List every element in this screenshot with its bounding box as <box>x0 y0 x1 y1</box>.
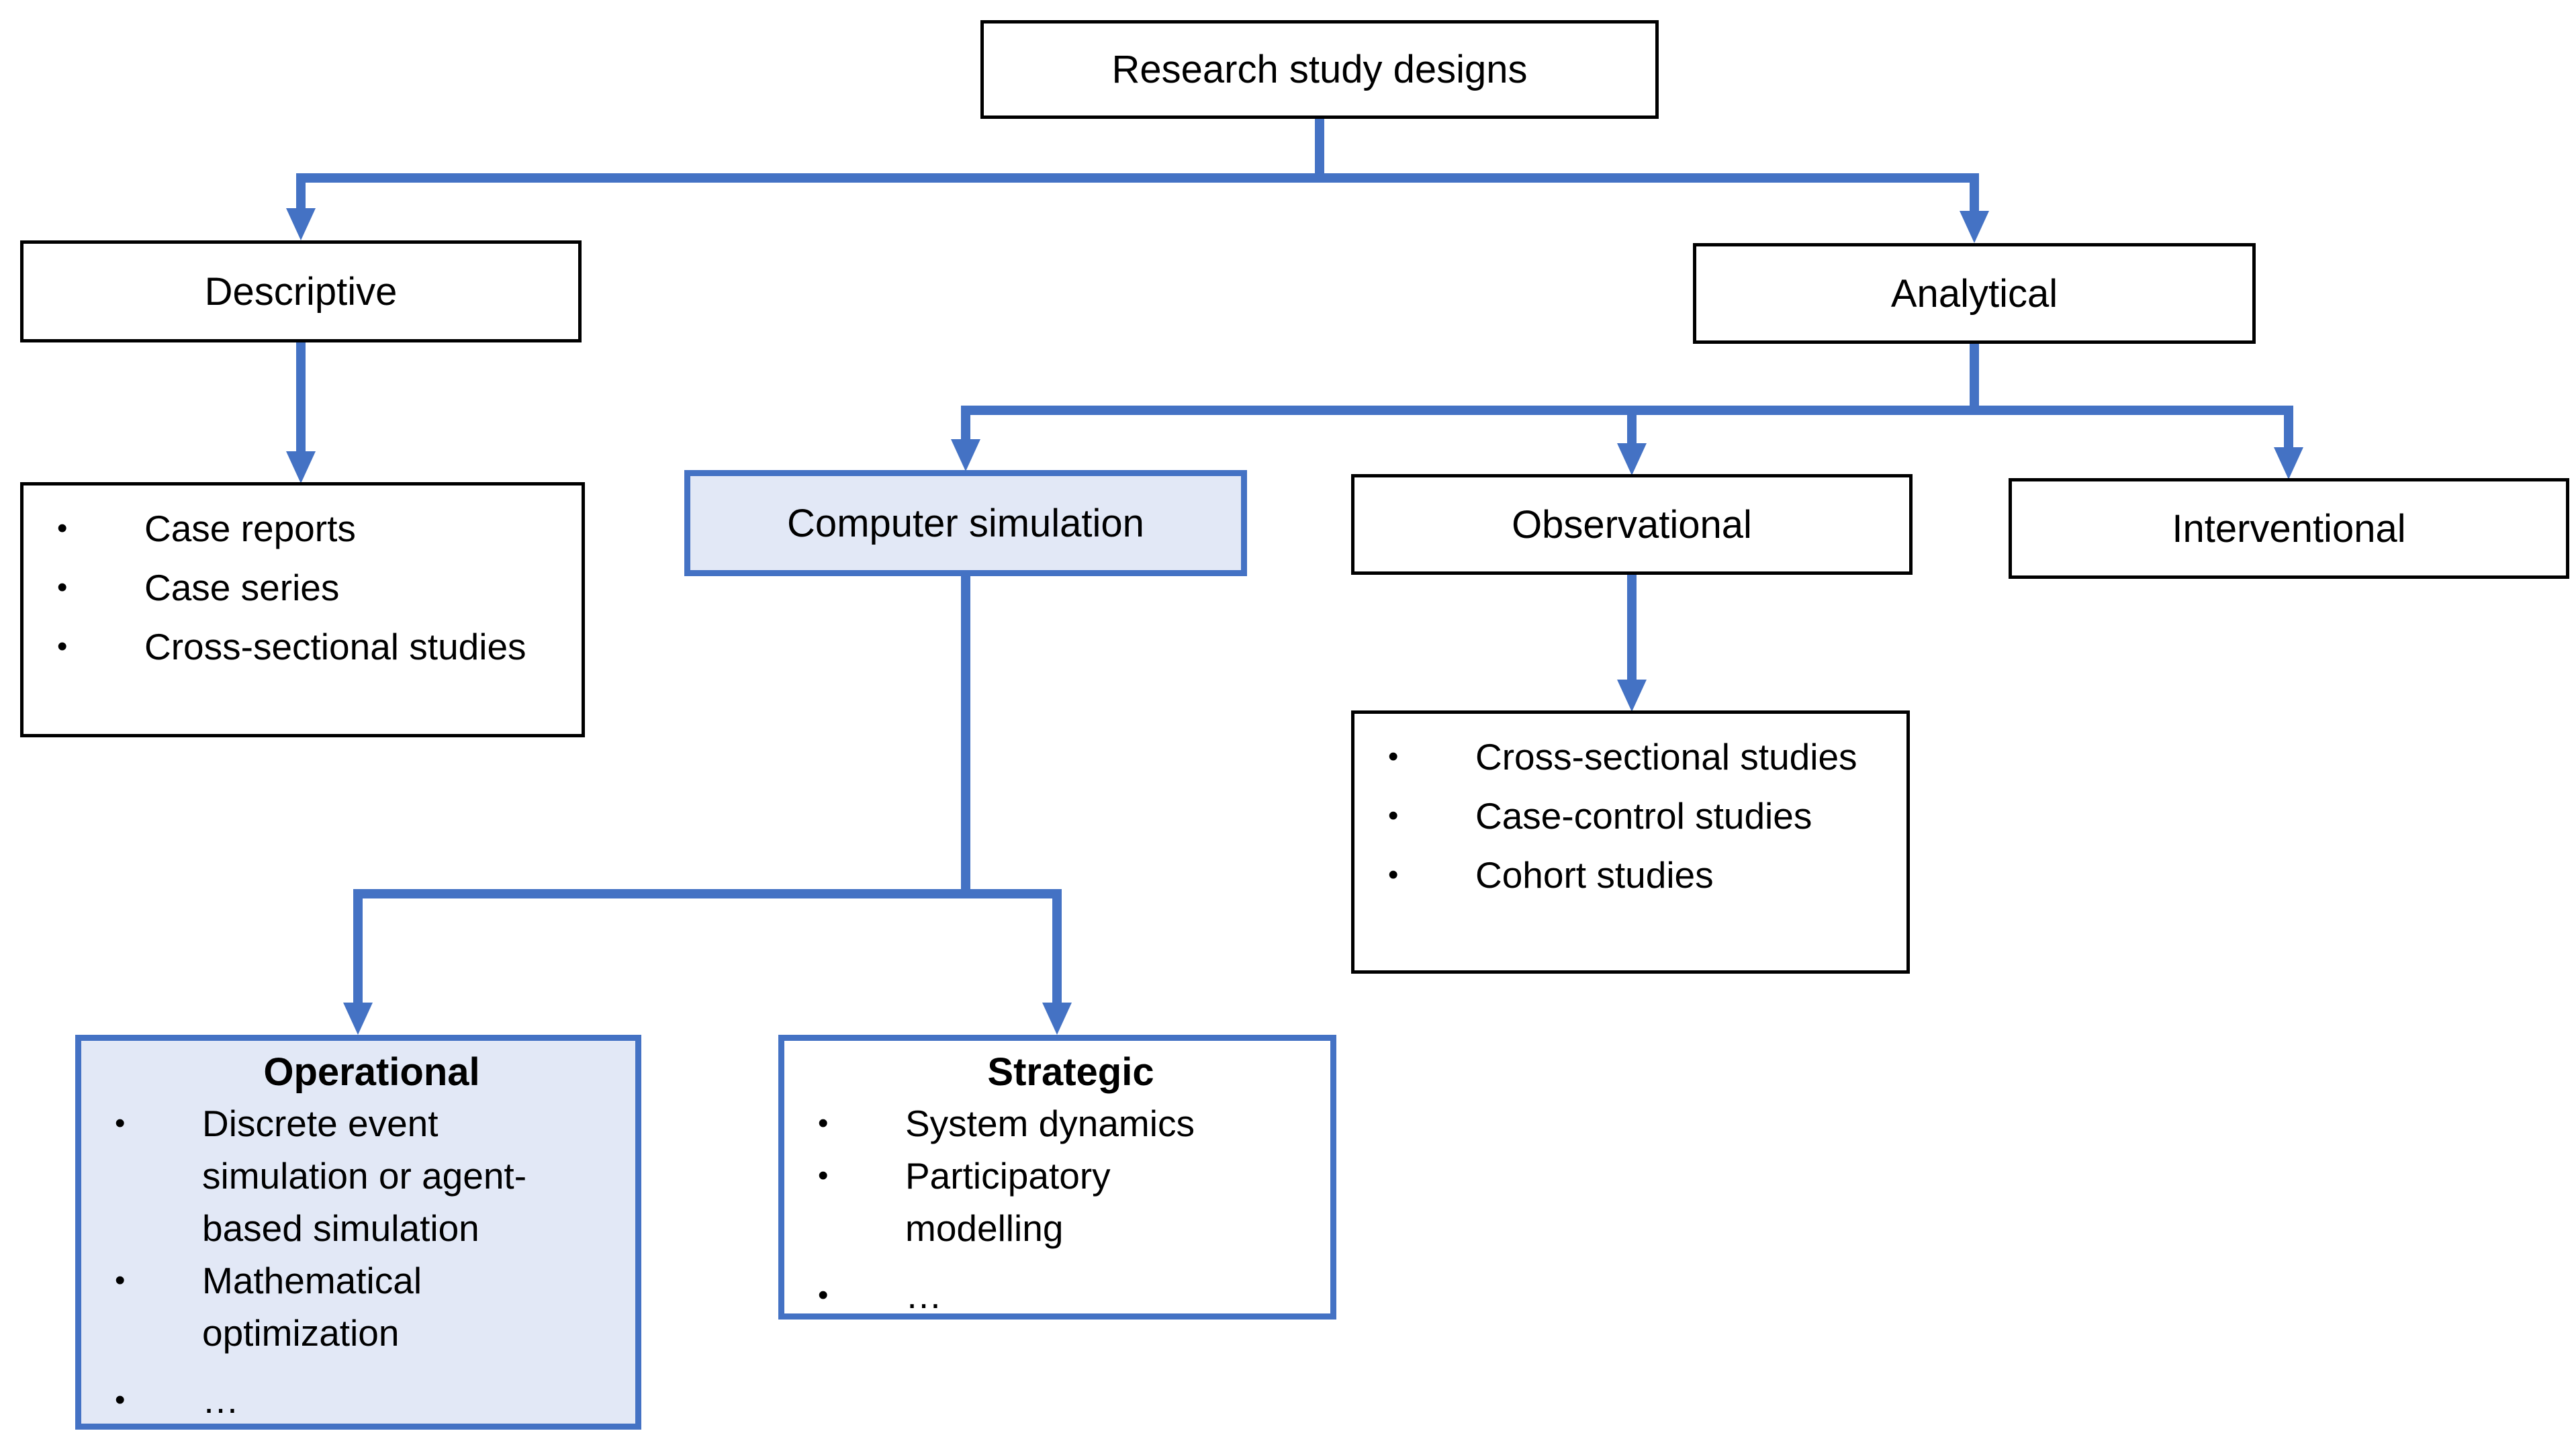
arrow-to-descriptive-list <box>286 451 316 483</box>
node-operational: Operational • Discrete event simulation … <box>75 1035 641 1430</box>
bullet-icon: • <box>1388 799 1399 832</box>
connector-analytical-stem <box>1970 173 1979 214</box>
list-item: • Participatory modelling <box>818 1150 1324 1254</box>
list-item: • Discrete event simulation or agent-bas… <box>115 1097 629 1254</box>
list-item-text: Participatory modelling <box>905 1155 1111 1249</box>
connector-computer-sim-stem <box>961 406 970 441</box>
list-item-text: Case-control studies <box>1475 795 1812 837</box>
bullet-icon: • <box>57 571 68 604</box>
node-observational: Observational <box>1351 474 1913 575</box>
list-item-text: Cross-sectional studies <box>144 626 526 667</box>
bullet-icon: • <box>115 1107 126 1140</box>
list-item-text: System dynamics <box>905 1103 1195 1144</box>
bullet-icon: • <box>57 630 68 663</box>
node-strategic: Strategic • System dynamics • Participat… <box>778 1035 1336 1320</box>
connector-level3-bar <box>353 889 1062 898</box>
connector-computer-sim-down <box>961 576 970 898</box>
bullet-icon: • <box>818 1107 829 1140</box>
node-analytical: Analytical <box>1693 243 2256 344</box>
node-interventional: Interventional <box>2009 478 2569 579</box>
connector-descriptive-to-list <box>296 342 306 453</box>
arrow-to-operational <box>343 1003 373 1035</box>
list-item-text: Cohort studies <box>1475 854 1714 896</box>
arrow-to-computer-simulation <box>951 439 980 471</box>
connector-root-stem <box>1315 118 1324 183</box>
list-item-text: Discrete event simulation or agent-based… <box>202 1103 527 1249</box>
connector-interventional-stem <box>2284 406 2293 449</box>
list-item-text: Case reports <box>144 508 356 549</box>
list-item: • Cross-sectional studies <box>1388 727 1900 786</box>
connector-observational-to-list <box>1627 575 1637 681</box>
bullet-icon: • <box>818 1159 829 1192</box>
list-item-text: Mathematical optimization <box>202 1260 422 1354</box>
connector-level1-bar <box>296 173 1979 183</box>
node-label: Observational <box>1512 502 1752 547</box>
connector-analytical-down <box>1970 344 1979 415</box>
list-item-text: … <box>905 1275 942 1316</box>
list-item-text: Case series <box>144 567 340 608</box>
node-observational-list: • Cross-sectional studies • Case-control… <box>1351 710 1910 974</box>
arrow-to-observational <box>1617 443 1647 475</box>
node-title: Strategic <box>987 1050 1154 1094</box>
arrow-to-interventional <box>2274 447 2303 479</box>
node-label: Interventional <box>2172 506 2406 551</box>
list-item: • Case reports <box>57 499 575 558</box>
connector-descriptive-stem <box>296 173 306 211</box>
bullet-icon: • <box>115 1264 126 1297</box>
list-item: • Mathematical optimization <box>115 1254 629 1359</box>
arrow-to-observational-list <box>1617 680 1647 712</box>
node-label: Analytical <box>1890 271 2058 316</box>
node-computer-simulation: Computer simulation <box>684 470 1247 576</box>
list-item: • Case-control studies <box>1388 786 1900 845</box>
node-label: Computer simulation <box>787 501 1144 545</box>
bullet-icon: • <box>818 1279 829 1311</box>
list-item: • … <box>818 1269 1324 1322</box>
connector-strategic-stem <box>1052 889 1062 1004</box>
node-label: Descriptive <box>204 269 398 314</box>
list-item: • … <box>115 1374 629 1426</box>
connector-observational-stem <box>1627 406 1637 445</box>
bullet-icon: • <box>57 512 68 545</box>
list-item: • Cohort studies <box>1388 845 1900 905</box>
arrow-to-descriptive <box>286 208 316 240</box>
list-item-text: … <box>202 1379 239 1421</box>
bullet-icon: • <box>115 1383 126 1416</box>
connector-operational-stem <box>353 889 363 1004</box>
list-item: • Cross-sectional studies <box>57 617 575 676</box>
node-label: Research study designs <box>1111 48 1528 91</box>
arrow-to-strategic <box>1042 1003 1072 1035</box>
list-item: • System dynamics <box>818 1097 1324 1150</box>
node-research-study-designs: Research study designs <box>980 20 1659 119</box>
list-item-text: Cross-sectional studies <box>1475 736 1857 778</box>
arrow-to-analytical <box>1960 211 1989 243</box>
node-title: Operational <box>263 1050 480 1094</box>
node-descriptive: Descriptive <box>20 240 582 342</box>
node-descriptive-list: • Case reports • Case series • Cross-sec… <box>20 482 585 737</box>
list-item: • Case series <box>57 558 575 617</box>
bullet-icon: • <box>1388 740 1399 773</box>
bullet-icon: • <box>1388 858 1399 891</box>
